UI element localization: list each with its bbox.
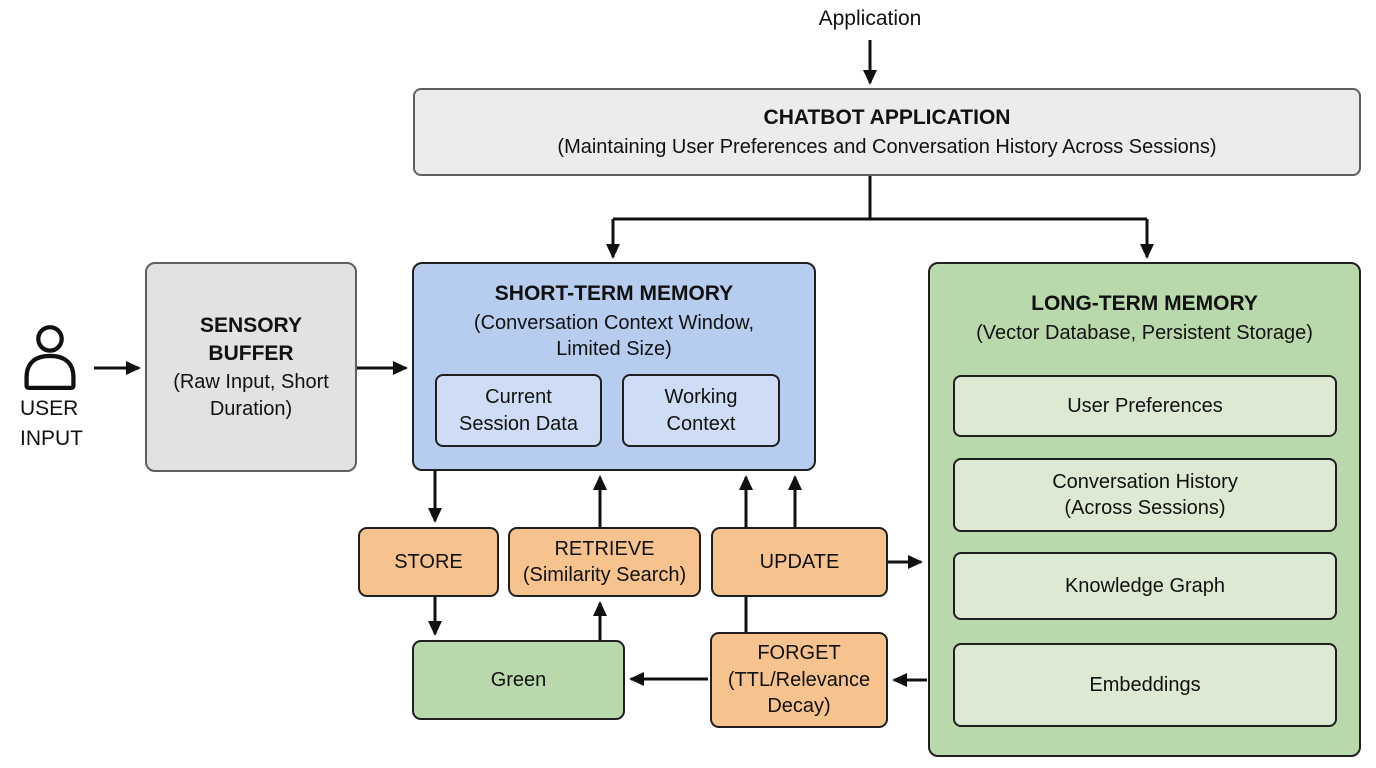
retrieve-sublabel: (Similarity Search) [522, 564, 687, 586]
sensory-buffer-title: SENSORY BUFFER [200, 313, 302, 365]
chatbot-title: CHATBOT APPLICATION [763, 105, 1011, 129]
long-term-memory-subtitle: (Vector Database, Persistent Storage) [976, 321, 1313, 344]
green-box-label: Green [490, 668, 547, 691]
user-input-line2: INPUT [20, 427, 83, 451]
conversation-history-box: Conversation History (Across Sessions) [953, 458, 1337, 532]
long-term-memory-title: LONG-TERM MEMORY [1031, 292, 1258, 315]
sensory-buffer-box: SENSORY BUFFER (Raw Input, Short Duratio… [145, 262, 357, 472]
embeddings-line1: Embeddings [1089, 673, 1201, 696]
working-context-line1: Working [664, 386, 738, 409]
store-label: STORE [394, 550, 463, 573]
store-operation-box: STORE [358, 527, 499, 597]
current-session-data-line1: Current [485, 386, 552, 409]
chatbot-subtitle: (Maintaining User Preferences and Conver… [557, 135, 1217, 158]
knowledge-graph-box: Knowledge Graph [953, 552, 1337, 620]
current-session-data-line2: Session Data [459, 412, 578, 435]
working-context-box: Working Context [622, 374, 780, 447]
user-preferences-box: User Preferences [953, 375, 1337, 437]
forget-label: FORGET [757, 642, 841, 665]
user-input-label: USER INPUT [20, 394, 130, 455]
forget-operation-box: FORGET (TTL/Relevance Decay) [710, 632, 888, 728]
conversation-history-line1: Conversation History [1052, 470, 1238, 493]
knowledge-graph-line1: Knowledge Graph [1064, 574, 1226, 597]
application-label: Application [818, 7, 922, 30]
user-icon [24, 325, 76, 390]
update-operation-box: UPDATE [711, 527, 888, 597]
current-session-data-box: Current Session Data [435, 374, 602, 447]
sensory-buffer-subtitle: (Raw Input, Short Duration) [173, 371, 329, 420]
embeddings-box: Embeddings [953, 643, 1337, 727]
short-term-memory-title: SHORT-TERM MEMORY [494, 282, 734, 305]
user-preferences-line1: User Preferences [1067, 394, 1223, 417]
line-chatbot-branch [613, 176, 1147, 221]
working-context-line2: Context [666, 412, 736, 435]
retrieve-label: RETRIEVE [554, 537, 655, 560]
forget-sublabel: (TTL/Relevance Decay) [727, 668, 871, 718]
chatbot-application-box: CHATBOT APPLICATION (Maintaining User Pr… [413, 88, 1361, 176]
green-box: Green [412, 640, 625, 720]
update-label: UPDATE [759, 550, 840, 573]
short-term-memory-subtitle: (Conversation Context Window, Limited Si… [473, 311, 755, 361]
retrieve-operation-box: RETRIEVE (Similarity Search) [508, 527, 701, 597]
conversation-history-line2: (Across Sessions) [1064, 497, 1226, 519]
user-input-line1: USER [20, 397, 79, 420]
